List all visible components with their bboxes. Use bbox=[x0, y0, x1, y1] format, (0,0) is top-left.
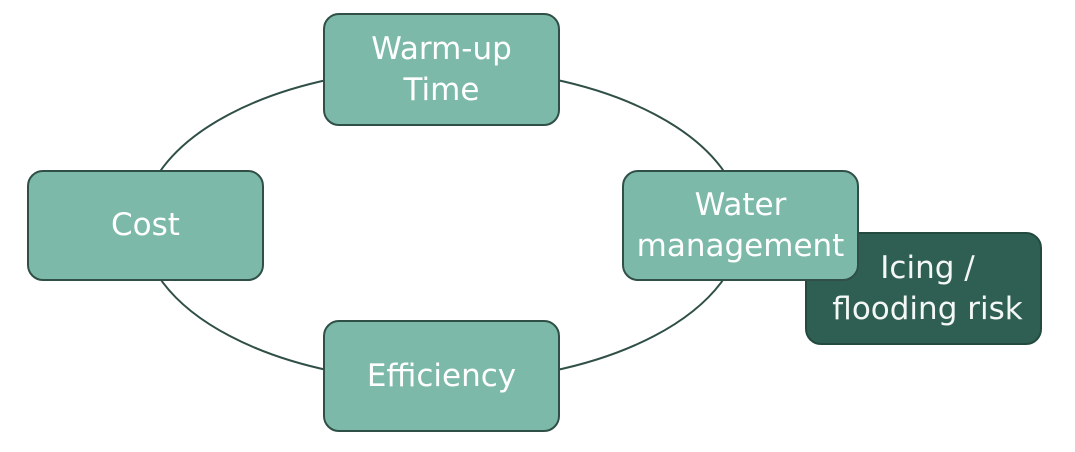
node-icing-flooding-risk: Icing / flooding risk bbox=[805, 232, 1042, 345]
node-water-management: Water management bbox=[622, 170, 859, 281]
node-warm-up-time: Warm-up Time bbox=[323, 13, 560, 126]
node-efficiency: Efficiency bbox=[323, 320, 560, 432]
node-cost: Cost bbox=[27, 170, 264, 281]
